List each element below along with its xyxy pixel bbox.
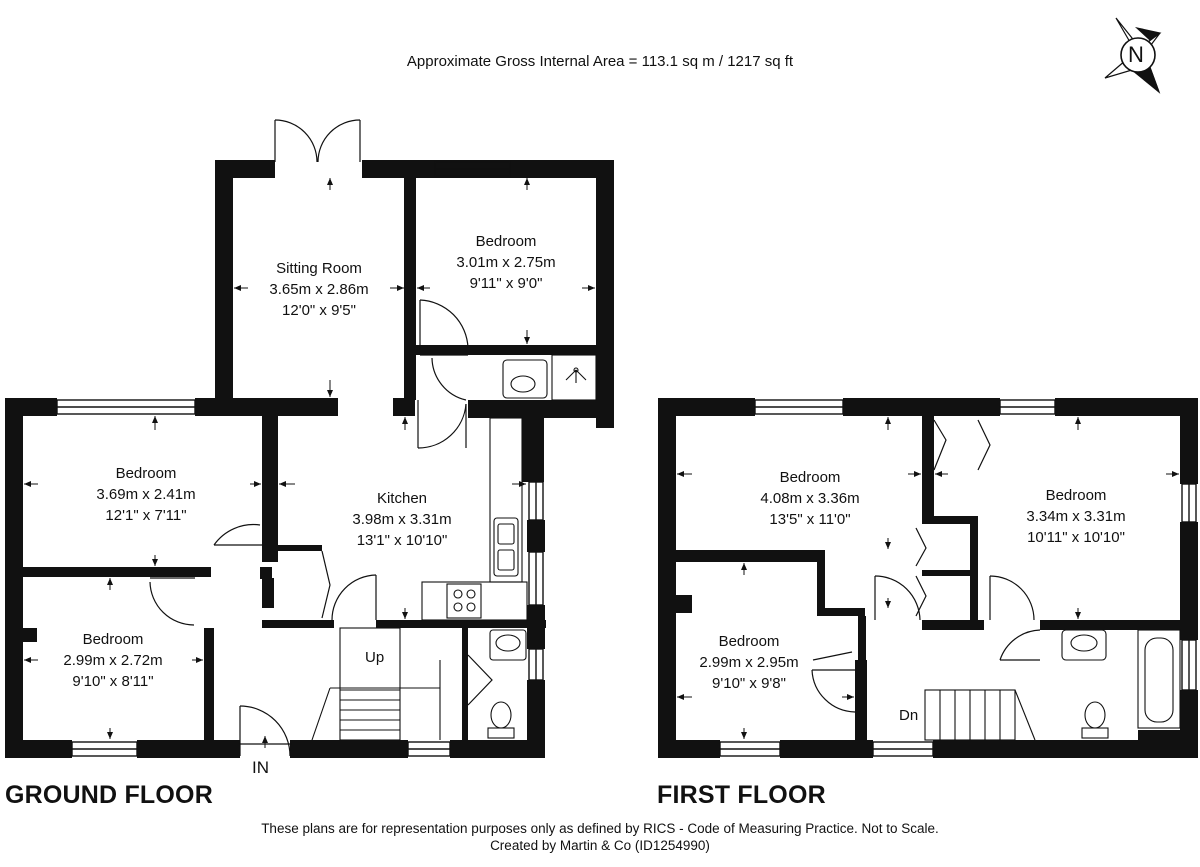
room-imperial-size: 12'1" x 7'11" — [105, 507, 187, 524]
kitchen-label: Kitchen 3.98m x 3.31m 13'1" x 10'10" — [352, 488, 451, 551]
room-imperial-size: 9'10" x 8'11" — [72, 673, 154, 690]
gross-area-header: Approximate Gross Internal Area = 113.1 … — [406, 53, 794, 70]
bedroom-label: Bedroom 3.34m x 3.31m 10'11" x 10'10" — [1026, 485, 1125, 548]
ground-floor-walls — [5, 160, 614, 758]
entrance-label: IN — [252, 758, 269, 777]
ground-floor-windows — [56, 161, 544, 757]
room-metric-size: 3.65m x 2.86m — [269, 281, 369, 298]
room-name: Bedroom — [115, 465, 177, 482]
room-metric-size: 2.99m x 2.72m — [63, 652, 163, 669]
first-floor-windows — [719, 399, 1197, 757]
bedroom-label: Bedroom 3.69m x 2.41m 12'1" x 7'11" — [96, 463, 195, 526]
bedroom-label: Bedroom 3.01m x 2.75m 9'11" x 9'0" — [456, 231, 555, 294]
room-name: Bedroom — [718, 633, 780, 650]
ground-floor-fixtures — [311, 354, 597, 741]
bedroom-label: Bedroom 4.08m x 3.36m 13'5" x 11'0" — [760, 467, 859, 530]
first-floor-dimension-arrows — [677, 417, 1179, 739]
room-imperial-size: 13'1" x 10'10" — [356, 532, 448, 549]
room-name: Bedroom — [779, 469, 841, 486]
sitting-room-label: Sitting Room 3.65m x 2.86m 12'0" x 9'5" — [269, 258, 368, 321]
compass-north-label: N — [1128, 42, 1144, 67]
room-metric-size: 4.08m x 3.36m — [760, 490, 860, 507]
room-name: Bedroom — [475, 233, 537, 250]
room-metric-size: 3.98m x 3.31m — [352, 511, 452, 528]
room-metric-size: 2.99m x 2.95m — [699, 654, 799, 671]
disclaimer-text: These plans are for representation purpo… — [261, 821, 939, 836]
room-metric-size: 3.69m x 2.41m — [96, 486, 196, 503]
room-imperial-size: 12'0" x 9'5" — [282, 302, 356, 319]
first-floor-walls — [658, 398, 1198, 758]
ground-floor-title: GROUND FLOOR — [5, 781, 213, 809]
room-name: Sitting Room — [276, 260, 362, 277]
room-name: Bedroom — [82, 631, 144, 648]
first-floor-fixtures — [924, 629, 1181, 741]
stairs-down-label: Dn — [899, 707, 919, 724]
first-floor-title: FIRST FLOOR — [657, 781, 826, 809]
bedroom-label: Bedroom 2.99m x 2.72m 9'10" x 8'11" — [63, 629, 162, 692]
ground-floor-doors — [149, 119, 493, 757]
room-imperial-size: 13'5" x 11'0" — [769, 511, 851, 528]
credit-text: Created by Martin & Co (ID1254990) — [490, 838, 710, 853]
room-imperial-size: 9'10" x 9'8" — [712, 675, 786, 692]
first-floor-doors — [811, 419, 1041, 713]
room-name: Kitchen — [376, 490, 428, 507]
room-imperial-size: 10'11" x 10'10" — [1027, 529, 1125, 546]
room-imperial-size: 9'11" x 9'0" — [469, 275, 543, 292]
compass-icon — [1104, 17, 1162, 94]
stairs-up-label: Up — [365, 649, 385, 666]
room-name: Bedroom — [1045, 487, 1107, 504]
ground-floor-dimension-arrows — [24, 178, 595, 748]
room-metric-size: 3.01m x 2.75m — [456, 254, 556, 271]
room-metric-size: 3.34m x 3.31m — [1026, 508, 1126, 525]
bedroom-label: Bedroom 2.99m x 2.95m 9'10" x 9'8" — [699, 631, 798, 694]
